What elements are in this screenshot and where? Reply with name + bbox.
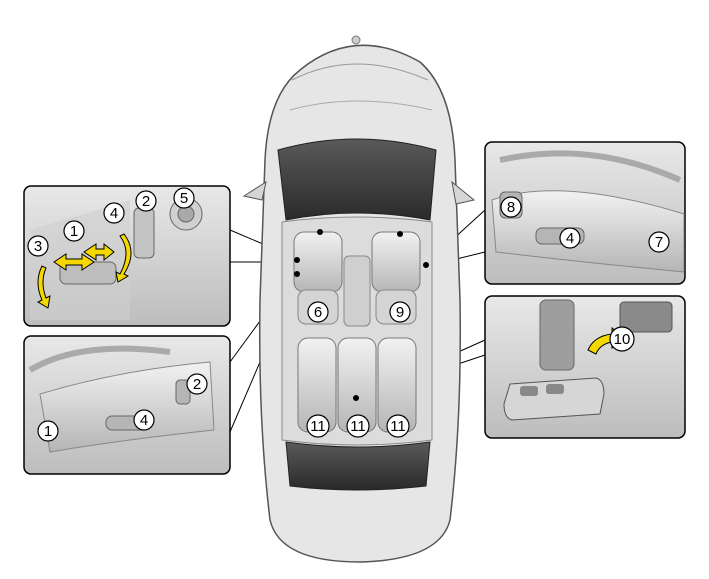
callout-11c: 11 [386,414,410,438]
svg-text:11: 11 [390,418,406,435]
height-arrow-icon [83,242,115,262]
svg-text:11: 11 [350,418,366,435]
svg-text:2: 2 [193,376,201,393]
left-mirror [242,180,267,201]
svg-text:3: 3 [34,238,42,255]
callout-4b: 4 [133,409,155,431]
svg-text:4: 4 [110,205,118,222]
svg-text:10: 10 [614,331,631,348]
svg-text:9: 9 [396,304,404,321]
panel-rear-armrest [484,295,686,439]
svg-text:8: 8 [507,199,515,216]
callout-1b: 1 [37,420,59,442]
panel-driver-power-switch [23,185,231,327]
svg-text:4: 4 [566,230,574,247]
svg-text:1: 1 [70,223,78,240]
callout-7: 7 [648,231,670,253]
callout-8: 8 [500,196,522,218]
seatback-switch [133,207,155,259]
svg-text:11: 11 [310,418,326,435]
right-mirror [451,180,476,205]
svg-text:7: 7 [655,234,663,251]
passenger-seat [371,231,421,293]
svg-text:5: 5 [180,190,188,207]
callout-11b: 11 [346,414,370,438]
emblem [351,35,361,45]
callout-10: 10 [609,326,635,352]
tilt-arrow-icon [36,265,51,309]
center-console [343,255,371,327]
callout-5: 5 [173,187,195,209]
svg-text:2: 2 [142,193,150,210]
panel-driver-seat-side [23,335,231,475]
callout-4c: 4 [559,227,581,249]
callout-1a: 1 [63,220,85,242]
callout-numbers: 1 4 2 5 3 2 4 1 8 4 7 10 6 9 11 11 11 [27,187,670,442]
windshield [277,138,437,221]
rear-window [285,441,431,491]
callout-3: 3 [27,235,49,257]
svg-text:4: 4 [140,412,148,429]
callout-4a: 4 [103,202,125,224]
callout-6: 6 [307,301,329,323]
recline-arrow-icon [115,233,132,283]
callout-2a: 2 [135,190,157,212]
car-top-view [242,35,476,563]
callout-2b: 2 [186,373,208,395]
callout-11a: 11 [306,414,330,438]
panel-passenger-seat-side [484,141,686,285]
svg-text:1: 1 [44,423,52,440]
callout-9: 9 [389,301,411,323]
driver-seat [293,231,343,293]
forward-backward-arrow-icon [53,253,95,271]
svg-text:6: 6 [314,304,322,321]
